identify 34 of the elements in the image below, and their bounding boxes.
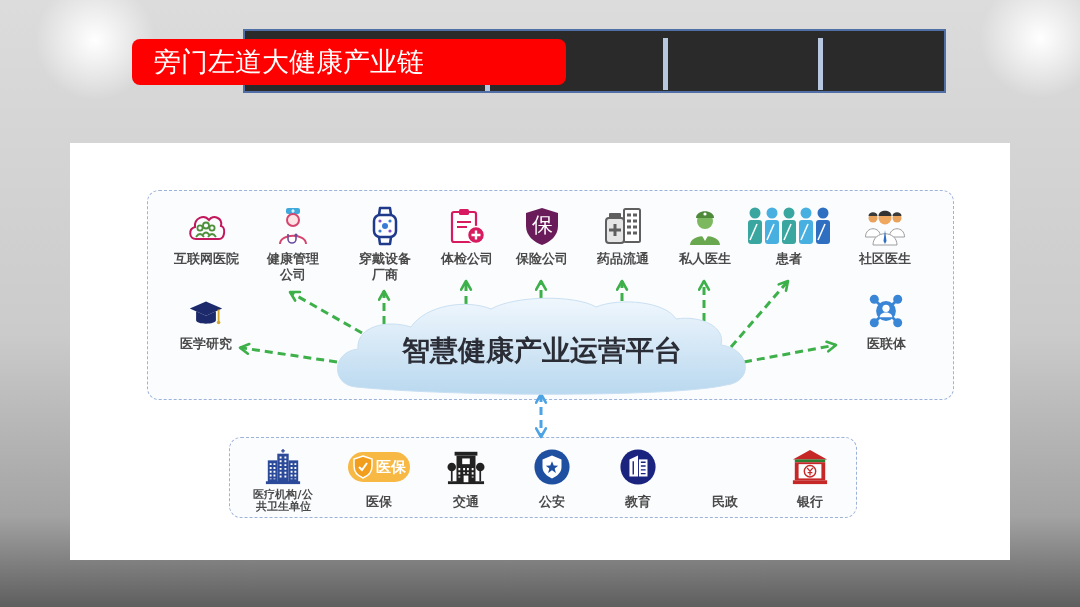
node-label: 医联体 bbox=[865, 336, 907, 352]
node-label: 智慧健康产业运营平台 bbox=[402, 334, 682, 368]
node-label: 医学研究 bbox=[179, 336, 233, 352]
node-label: 体检公司 bbox=[439, 251, 494, 267]
node-label: 保险公司 bbox=[514, 251, 569, 267]
node-label: 医疗机构/公共卫生单位 bbox=[253, 489, 313, 513]
arrow bbox=[288, 290, 363, 335]
node-label: 银行 bbox=[795, 494, 824, 510]
node-label: 患者 bbox=[775, 251, 803, 267]
arrow bbox=[534, 279, 548, 298]
node-label: 私人医生 bbox=[678, 251, 732, 267]
arrow bbox=[377, 289, 391, 324]
arrow bbox=[459, 279, 473, 304]
title-banner: 旁门左道大健康产业链 bbox=[132, 39, 566, 85]
badge-text: 医保 bbox=[376, 457, 406, 477]
node-label: 社区医生 bbox=[858, 251, 912, 267]
node-label: 穿戴设备厂商 bbox=[358, 251, 412, 283]
arrow bbox=[534, 392, 548, 439]
node-label: 民政 bbox=[711, 494, 739, 510]
node-label: 药品流通 bbox=[596, 251, 650, 267]
dashed-group-box bbox=[229, 437, 857, 518]
arrow bbox=[729, 279, 790, 348]
node-label: 教育 bbox=[624, 494, 652, 510]
node-label: 交通 bbox=[452, 494, 480, 510]
node-label: 公安 bbox=[538, 494, 566, 510]
arrow bbox=[743, 340, 838, 364]
node-label: 健康管理公司 bbox=[266, 251, 320, 283]
dashed-group-box bbox=[147, 190, 954, 400]
node-label: 医保 bbox=[365, 494, 393, 510]
node-label: 互联网医院 bbox=[172, 251, 240, 267]
arrow bbox=[697, 279, 711, 321]
icon-character: 保 bbox=[531, 212, 553, 238]
arrow bbox=[238, 342, 338, 364]
arrow bbox=[615, 279, 629, 301]
